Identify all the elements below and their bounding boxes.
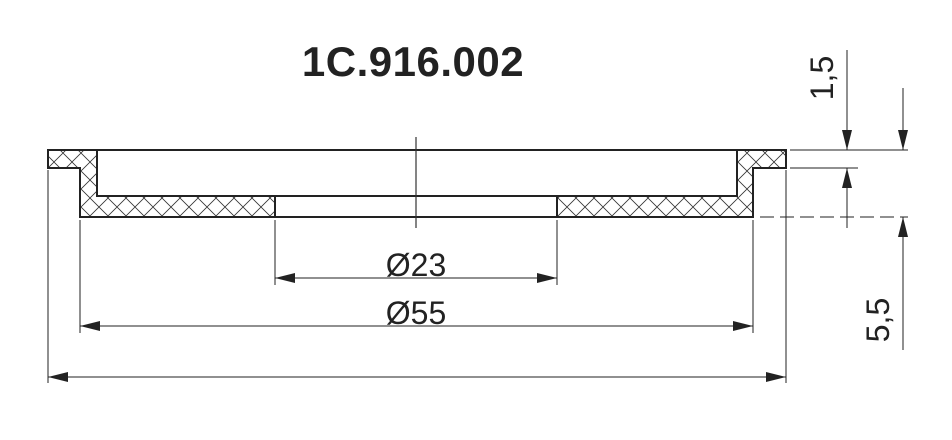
label-total-height: 5,5 [860,298,896,342]
label-middle-diameter: Ø55 [386,295,446,331]
label-inner-diameter: Ø23 [386,247,446,283]
label-top-thickness: 1,5 [804,56,840,100]
cross-section-left [47,149,276,218]
cross-section-right [556,149,787,218]
drawing-title: 1C.916.002 [301,38,525,85]
extension-lines [47,149,908,383]
